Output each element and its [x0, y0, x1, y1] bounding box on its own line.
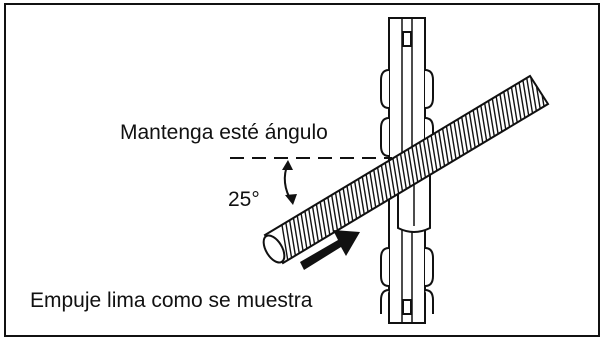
saw-chain — [380, 17, 434, 324]
file-hatch-line — [460, 76, 498, 263]
file-hatch-line — [527, 76, 548, 263]
file-hatch-line — [544, 76, 548, 263]
figure-border — [4, 3, 600, 337]
file-hatch-line — [539, 76, 548, 263]
file-hatch-line — [531, 76, 548, 263]
hold-angle-label: Mantenga esté ángulo — [120, 121, 328, 144]
file-hatch-line — [443, 76, 481, 263]
file-hatch-line — [455, 76, 494, 263]
angle-value-label: 25° — [228, 188, 260, 211]
file-hatch-line — [434, 76, 473, 263]
file-hatch-line — [535, 76, 548, 263]
file-hatch-line — [464, 76, 502, 263]
angle-arc-icon — [282, 160, 297, 205]
file-hatch-line — [447, 76, 485, 263]
push-file-label: Empuje lima como se muestra — [30, 289, 313, 312]
file-hatch-line — [451, 76, 490, 263]
file-hatch-line — [439, 76, 477, 263]
push-arrow-icon — [300, 230, 360, 270]
